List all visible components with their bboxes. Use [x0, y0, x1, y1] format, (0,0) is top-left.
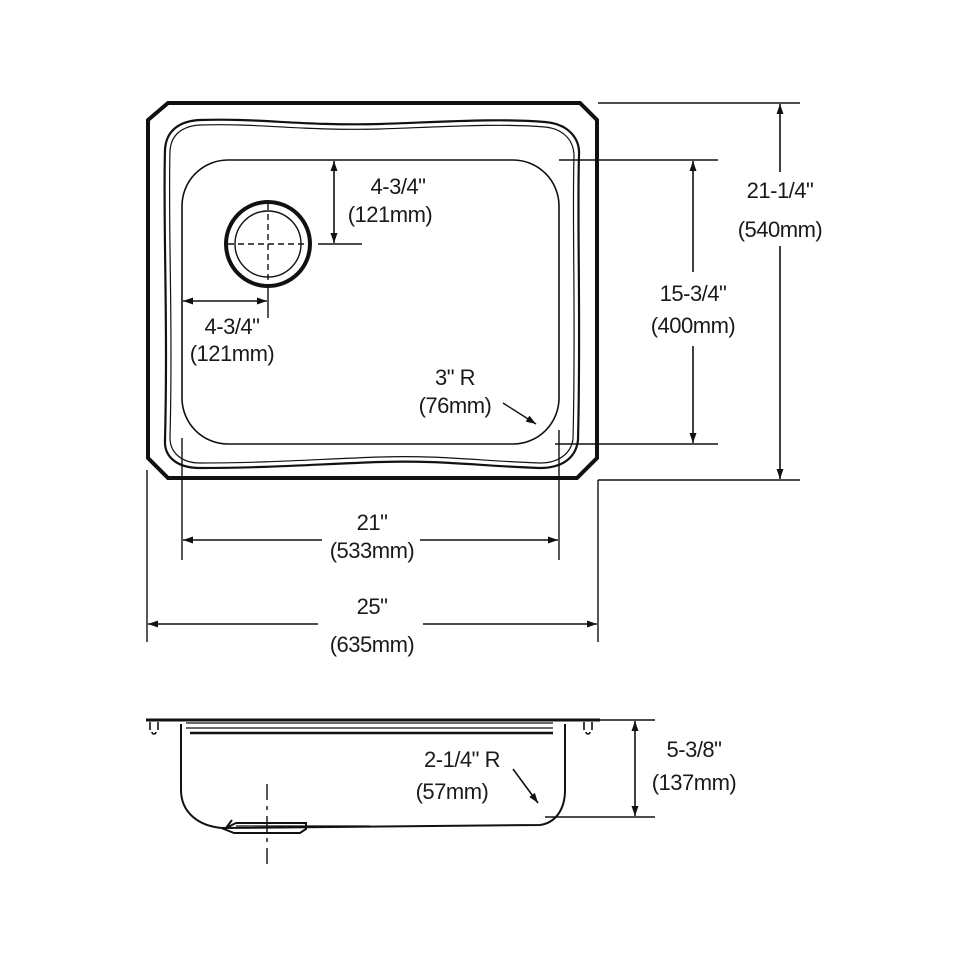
corner-radius-arrow — [502, 402, 537, 425]
dim-bottom-radius-metric: (57mm) — [416, 779, 489, 804]
dim-bottom-radius-imperial: 2-1/4" R — [424, 747, 500, 772]
dim-bowl-width-imperial: 21" — [357, 510, 388, 535]
mounting-clip-icon — [583, 722, 593, 735]
dim-drain-from-left-metric: (121mm) — [190, 341, 275, 366]
sink-inner-rim — [163, 118, 581, 470]
dim-drain-from-top-metric: (121mm) — [348, 202, 433, 227]
top-view: 4-3/4" (121mm) 4-3/4" (121mm) 3" R (76mm… — [146, 101, 823, 657]
dim-corner-radius-imperial: 3" R — [435, 365, 475, 390]
bowl-side-profile — [180, 724, 566, 830]
sink-outer-rim — [146, 101, 599, 480]
drain-icon — [224, 200, 312, 288]
bowl-outline — [181, 159, 560, 445]
dim-bowl-width-metric: (533mm) — [330, 538, 415, 563]
bottom-radius-arrow — [512, 768, 539, 804]
mounting-clip-icon — [149, 722, 159, 735]
dim-overall-width-metric: (635mm) — [330, 632, 415, 657]
side-view: 2-1/4" R (57mm) 5-3/8" (137mm) — [146, 718, 737, 870]
dim-drain-from-top-imperial: 4-3/4" — [371, 174, 426, 199]
dim-overall-width-imperial: 25" — [357, 594, 388, 619]
dim-bowl-length-metric: (400mm) — [651, 313, 736, 338]
dim-drain-from-left-imperial: 4-3/4" — [205, 314, 260, 339]
drain-side — [221, 819, 307, 834]
dim-corner-radius-metric: (76mm) — [419, 393, 492, 418]
dim-overall-length-metric: (540mm) — [738, 217, 823, 242]
dim-depth-imperial: 5-3/8" — [667, 737, 722, 762]
dim-depth-metric: (137mm) — [652, 770, 737, 795]
dim-bowl-length-imperial: 15-3/4" — [660, 281, 727, 306]
dim-overall-length-imperial: 21-1/4" — [747, 178, 814, 203]
